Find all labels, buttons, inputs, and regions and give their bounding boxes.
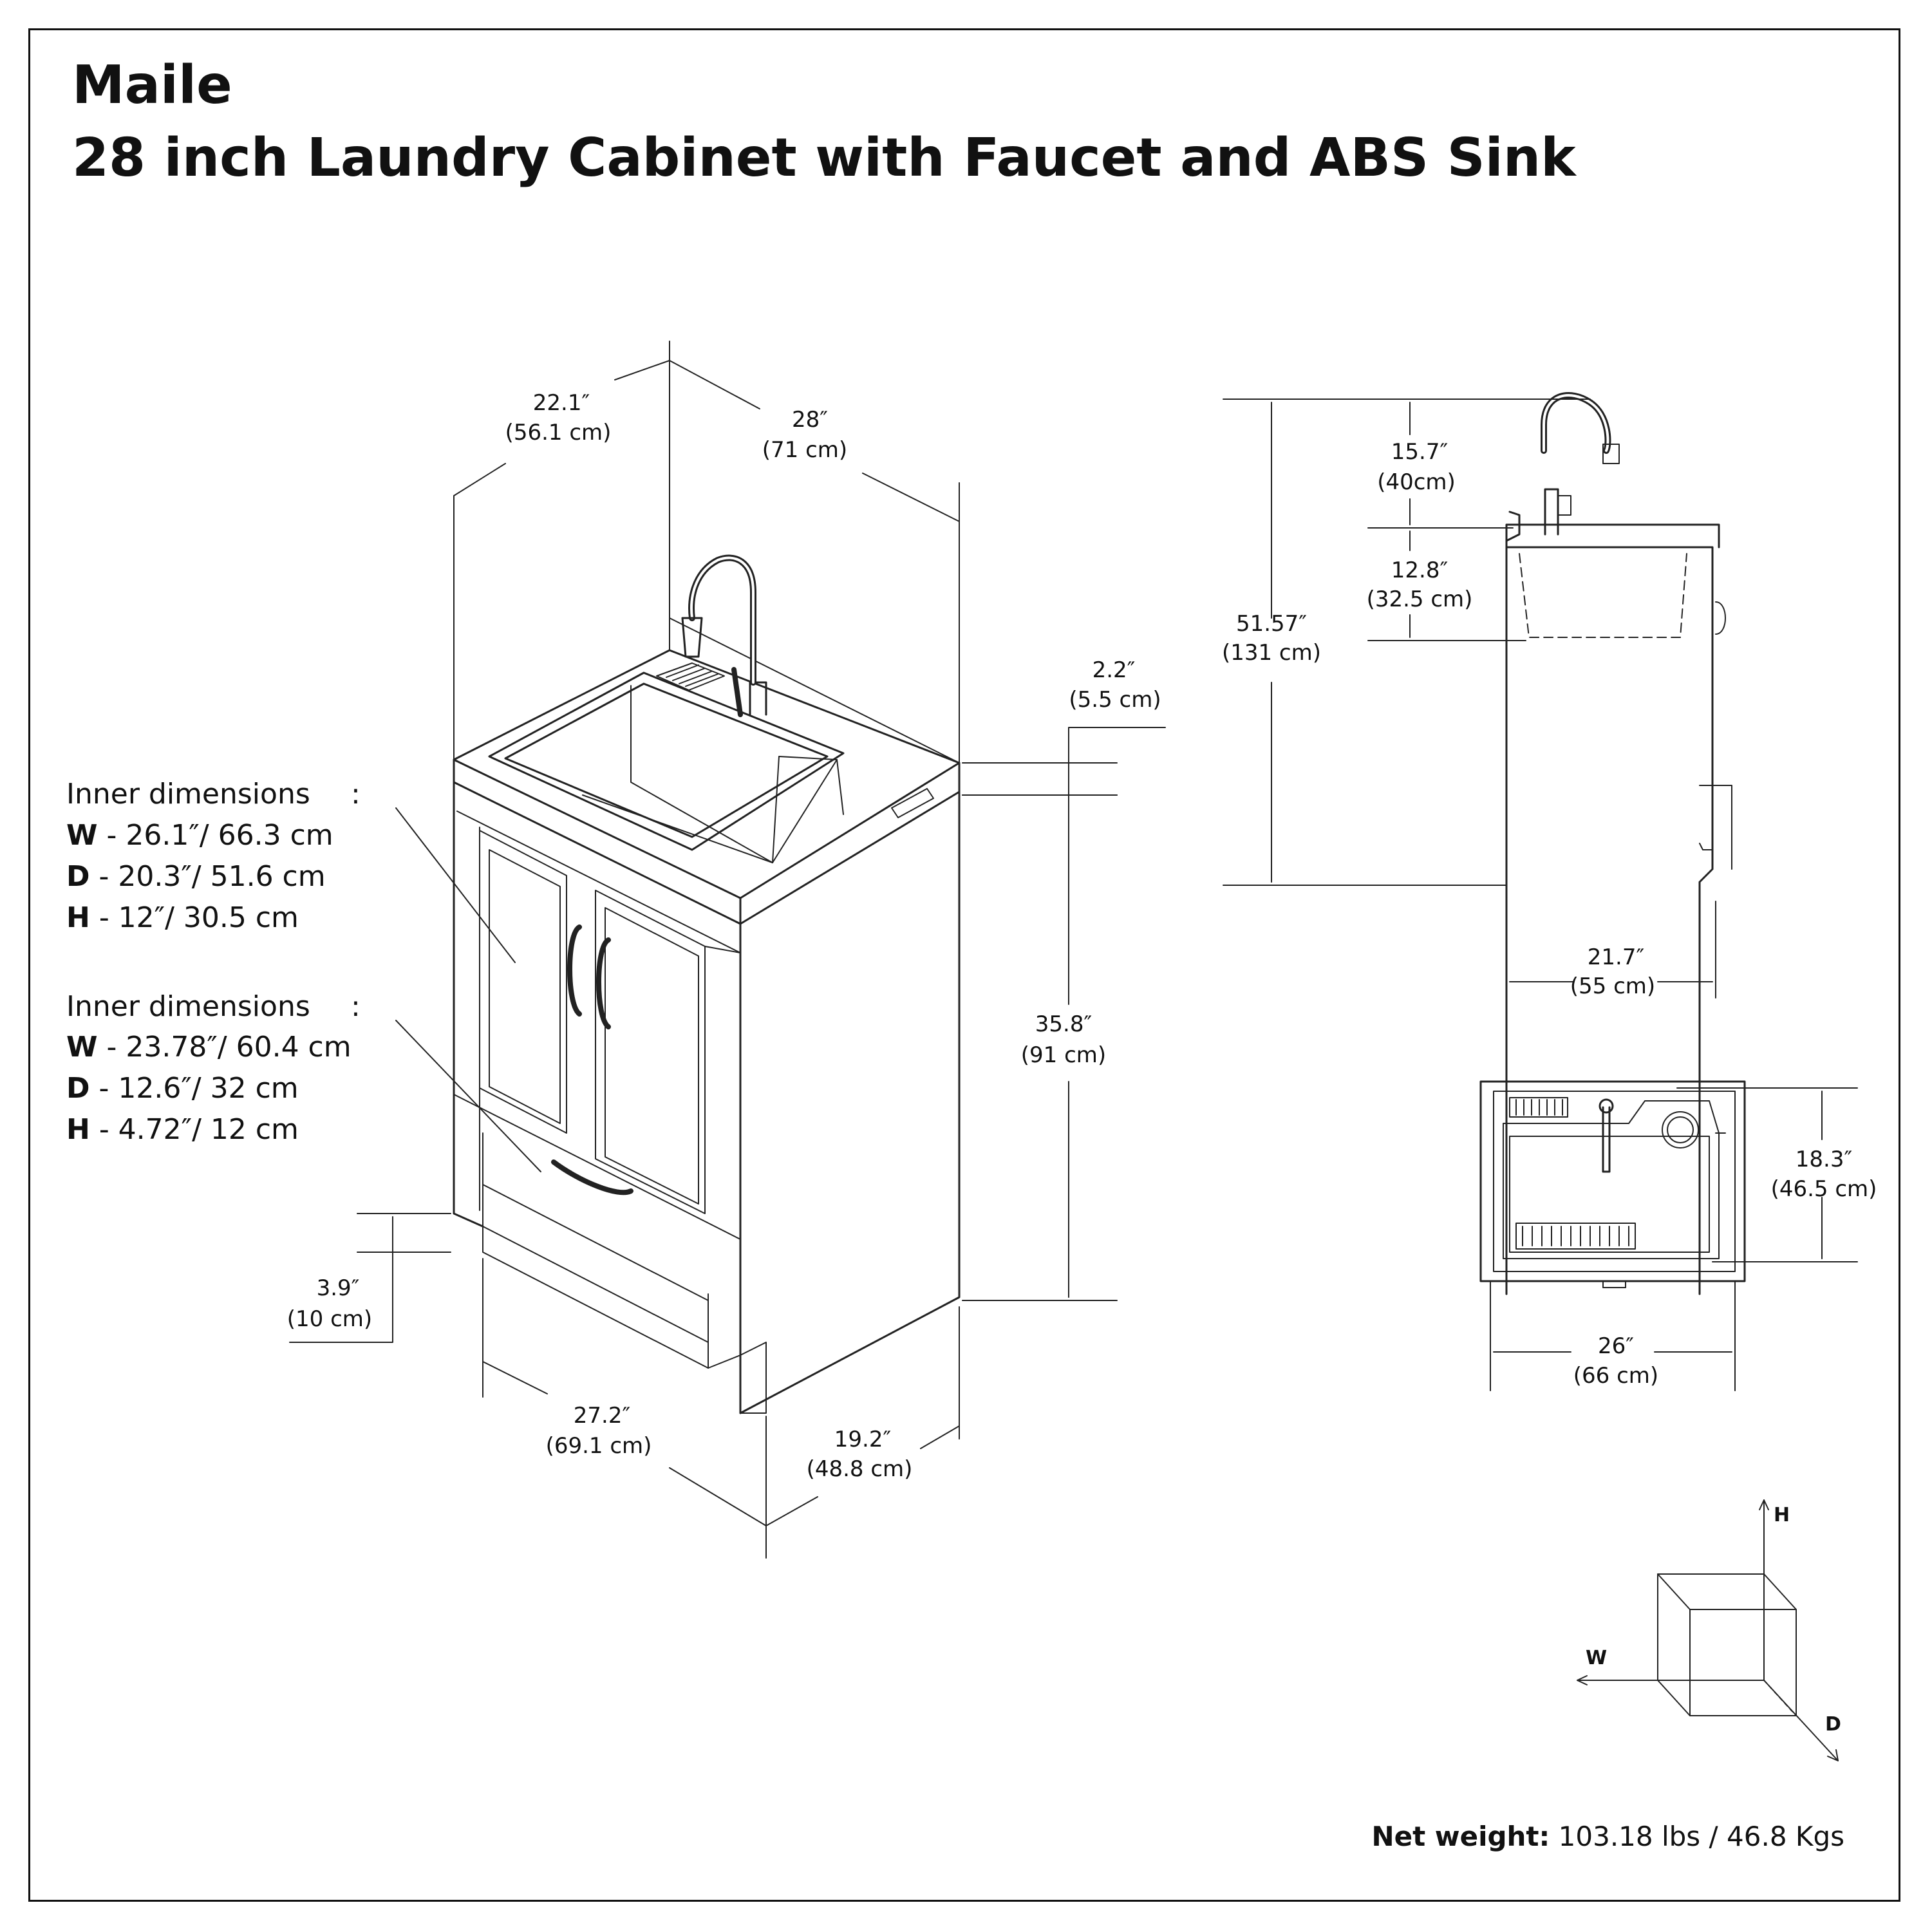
dim-base-width-in: 27.2″ [574,1403,630,1429]
inner-drawer-h-val: - 4.72″/ 12 cm [90,1113,299,1146]
dim-depth-top-cm: (56.1 cm) [505,420,612,445]
inner-drawer-w-key: W [66,1031,98,1064]
inner-drawer-h-key: H [66,1113,90,1146]
dim-sink-width-cm: (66 cm) [1573,1363,1658,1389]
sink-top-view [1479,1080,1746,1288]
net-weight: Net weight: 103.18 lbs / 46.8 Kgs [1371,1821,1844,1852]
dim-width-top-in: 28″ [792,407,828,433]
net-weight-value: 103.18 lbs / 46.8 Kgs [1550,1821,1844,1852]
svg-text:D - 20.3″/ 51.6 cm: D - 20.3″/ 51.6 cm [66,860,326,893]
inner-drawer-d-val: - 12.6″/ 32 cm [90,1072,299,1105]
axis-label-d: D [1825,1713,1841,1736]
net-weight-label: Net weight: [1371,1821,1550,1852]
dim-sink-width-in: 26″ [1598,1333,1634,1359]
dim-width-top-cm: (71 cm) [762,437,847,463]
inner-cabinet-w-key: W [66,819,98,852]
dim-toe-kick-in: 3.9″ [317,1275,360,1301]
inner-cabinet-h-key: H [66,901,90,934]
dim-sink-depth-cm: (32.5 cm) [1367,586,1473,612]
dim-sink-depth-in: 12.8″ [1391,558,1448,583]
axis-cube [1577,1499,1839,1761]
inner-cabinet-heading: Inner dimensions [66,778,310,811]
product-name: Maile [72,55,232,116]
dim-cabinet-height-cm: (91 cm) [1021,1042,1106,1068]
svg-text:W - 26.1″/ 66.3 cm: W - 26.1″/ 66.3 cm [66,819,333,852]
axis-label-w: W [1586,1647,1607,1669]
dim-sink-front-back-cm: (46.5 cm) [1771,1176,1877,1202]
cabinet-isometric-view [453,554,961,1414]
axis-label-h: H [1774,1504,1790,1526]
inner-dimensions-cabinet: Inner dimensions : W - 26.1″/ 66.3 cm D … [66,778,361,934]
dim-depth-top-in: 22.1″ [533,390,590,416]
dim-base-depth-in: 19.2″ [834,1427,891,1452]
svg-text:W - 23.78″/ 60.4 cm: W - 23.78″/ 60.4 cm [66,1031,352,1064]
page-frame [28,28,1900,1902]
inner-cabinet-d-val: - 20.3″/ 51.6 cm [90,860,326,893]
dim-cabinet-height-in: 35.8″ [1035,1011,1092,1037]
inner-drawer-w-val: - 23.78″/ 60.4 cm [98,1031,352,1064]
inner-drawer-d-key: D [66,1072,90,1105]
cabinet-side-view [1505,392,1732,1295]
side-dimension-lines [1223,399,1716,999]
inner-cabinet-d-key: D [66,860,90,893]
dim-counter-in: 2.2″ [1093,657,1136,683]
inner-drawer-colon: : [351,990,361,1023]
svg-text:H - 4.72″/ 12 cm: H - 4.72″/ 12 cm [66,1113,299,1146]
dim-total-height-in: 51.57″ [1236,611,1307,637]
inner-cabinet-w-val: - 26.1″/ 66.3 cm [98,819,333,852]
dim-base-depth-cm: (48.8 cm) [807,1456,913,1482]
inner-dimensions-drawer: Inner dimensions : W - 23.78″/ 60.4 cm D… [66,990,361,1146]
dim-base-width-cm: (69.1 cm) [546,1433,652,1459]
dim-faucet-height-in: 15.7″ [1391,439,1448,465]
dim-side-depth-in: 21.7″ [1588,944,1644,970]
dim-counter-cm: (5.5 cm) [1069,687,1161,713]
inner-cabinet-h-val: - 12″/ 30.5 cm [90,901,299,934]
product-title: 28 inch Laundry Cabinet with Faucet and … [72,127,1576,189]
top-view-dimension-lines [1490,1087,1858,1391]
dim-toe-kick-cm: (10 cm) [287,1306,372,1332]
dim-faucet-height-cm: (40cm) [1377,469,1456,495]
svg-text:H - 12″/ 30.5 cm: H - 12″/ 30.5 cm [66,901,299,934]
inner-cabinet-colon: : [351,778,361,811]
dim-total-height-cm: (131 cm) [1222,640,1321,666]
svg-text:D - 12.6″/ 32 cm: D - 12.6″/ 32 cm [66,1072,299,1105]
inner-drawer-heading: Inner dimensions [66,990,310,1023]
dim-sink-front-back-in: 18.3″ [1796,1147,1852,1172]
dim-side-depth-cm: (55 cm) [1570,973,1655,999]
isometric-dimension-lines [289,341,1166,1559]
